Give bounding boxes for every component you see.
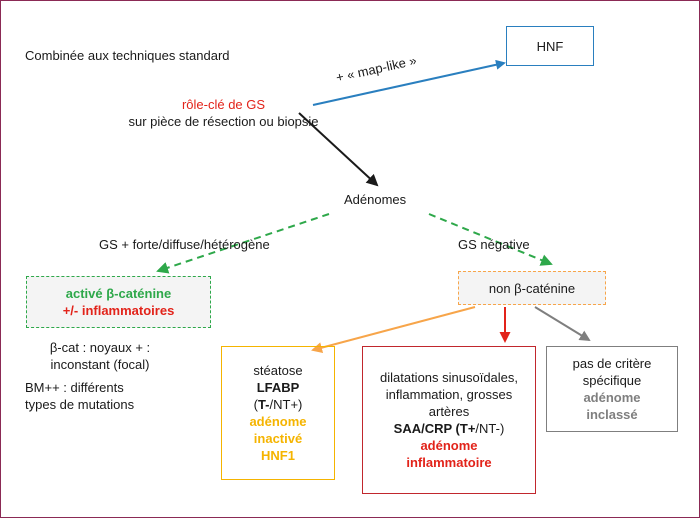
hnf-box-label: HNF: [536, 38, 564, 54]
beta-active-line2: +/- inflammatoires: [62, 303, 175, 318]
arrow-to-hnf: [312, 59, 506, 106]
beta-note-line2: inconstant (focal): [50, 357, 150, 372]
non-beta-label: non β-caténine: [488, 280, 576, 296]
hnf1-line1: stéatose: [253, 363, 303, 378]
beta-note-line3: BM++ : différents: [25, 380, 124, 395]
beta-notes: β-cat : noyaux + : inconstant (focal) BM…: [25, 339, 215, 413]
arrow-to-hnf1-box: [311, 306, 476, 354]
inflam-line4: SAA/CRP (T+/NT-): [393, 421, 505, 436]
hnf1-adenoma-box: stéatose LFABP (T-/NT+) adénome inactivé…: [221, 346, 335, 480]
inflam-line6: inflammatoire: [406, 455, 492, 470]
inflam-line1: dilatations sinusoïdales,: [379, 370, 519, 385]
hnf1-line2: LFABP: [256, 380, 300, 395]
arrow-to-non-beta: [428, 213, 553, 266]
adenomes-label: Adénomes: [344, 192, 407, 207]
hnf-box: HNF: [506, 26, 594, 66]
arrow-to-beta-active: [156, 213, 330, 274]
branch-left-label: GS + forte/diffuse/hétérogène: [99, 237, 270, 252]
hnf1-line6: HNF1: [261, 448, 295, 463]
unclassified-line3: adénome: [583, 390, 641, 405]
arrow-to-adenomes: [298, 112, 379, 187]
gs-role-block: rôle-clé de GS sur pièce de résection ou…: [121, 96, 326, 130]
inflammatory-adenoma-box: dilatations sinusoïdales, inflammation, …: [362, 346, 536, 494]
inflam-line3: artères: [428, 404, 470, 419]
unclassified-line1: pas de critère: [572, 356, 652, 371]
inflam-line2: inflammation, grosses: [385, 387, 513, 402]
arrow-to-unclassified-box: [534, 306, 591, 342]
non-beta-box: non β-caténine: [458, 271, 606, 305]
beta-note-line1: β-cat : noyaux + :: [49, 340, 151, 355]
hnf1-line5: inactivé: [253, 431, 303, 446]
unclassified-adenoma-box: pas de critère spécifique adénome inclas…: [546, 346, 678, 432]
intro-text: Combinée aux techniques standard: [25, 48, 230, 63]
gs-role-rest: sur pièce de résection ou biopsie: [128, 114, 319, 129]
beta-active-box: activé β-caténine +/- inflammatoires: [26, 276, 211, 328]
branch-right-label: GS négative: [458, 237, 530, 252]
beta-note-line4: types de mutations: [25, 397, 135, 412]
gs-role-highlight: rôle-clé de GS: [181, 97, 266, 112]
unclassified-line2: spécifique: [582, 373, 642, 388]
beta-active-line1: activé β-caténine: [65, 286, 172, 301]
hnf1-line3: (T-/NT+): [253, 397, 303, 412]
hnf1-line4: adénome: [249, 414, 307, 429]
unclassified-line4: inclassé: [586, 407, 638, 422]
inflam-line5: adénome: [420, 438, 478, 453]
